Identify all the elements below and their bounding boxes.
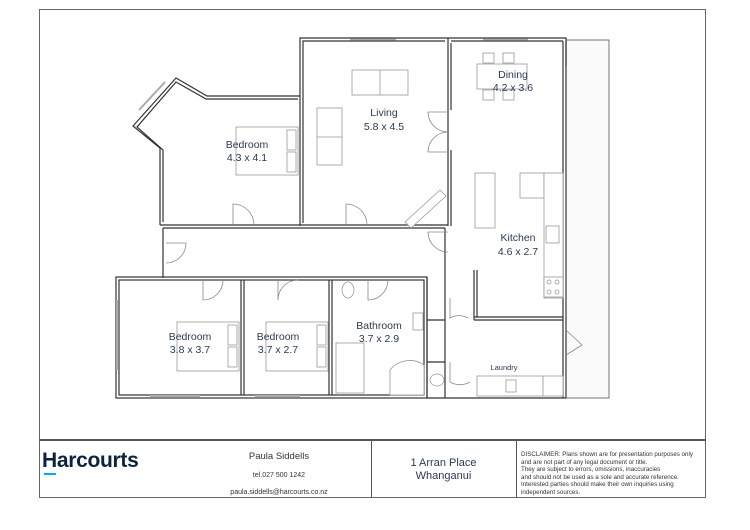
room-dims-dining: 4.2 x 3.6 [493,82,533,94]
harcourts-logo: Harcourts [42,449,139,472]
agent-name: Paula Siddells [248,451,310,462]
room-label-bathroom: Bathroom [356,320,402,332]
floor-plan-drawing: Bedroom 4.3 x 4.1 Living 5.8 x 4.5 Dinin… [115,37,610,399]
room-label-dining: Dining [498,69,528,81]
address-line-2: Whanganui [415,470,472,482]
disclaimer-text: DISCLAIMER: Plans shown are for presenta… [521,451,693,496]
room-dims-kitchen: 4.6 x 2.7 [498,246,538,258]
room-dims-living: 5.8 x 4.5 [364,121,404,133]
room-dims-bedroom-1: 4.3 x 4.1 [227,152,267,164]
logo-accent-bar [44,473,56,475]
footer-divider [371,441,372,498]
deck-area [565,39,610,399]
room-dims-bedroom-3: 3.7 x 2.7 [258,344,298,356]
footer-divider [516,441,517,498]
room-label-bedroom-3: Bedroom [257,331,300,343]
agent-email: paula.siddells@harcourts.co.nz [230,489,328,496]
room-label-living: Living [370,107,398,119]
footer-panel: Harcourts Paula Siddells tel.027 500 124… [39,439,706,498]
agent-phone: tel.027 500 1242 [252,472,306,479]
room-dims-bedroom-2: 3.8 x 3.7 [170,344,210,356]
room-label-bedroom-1: Bedroom [226,139,269,151]
room-dims-bathroom: 3.7 x 2.9 [359,333,399,345]
room-label-bedroom-2: Bedroom [169,331,212,343]
property-address: 1 Arran Place Whanganui [371,457,516,483]
room-label-laundry: Laundry [490,363,517,372]
address-line-1: 1 Arran Place [410,457,477,469]
room-label-kitchen: Kitchen [500,232,535,244]
